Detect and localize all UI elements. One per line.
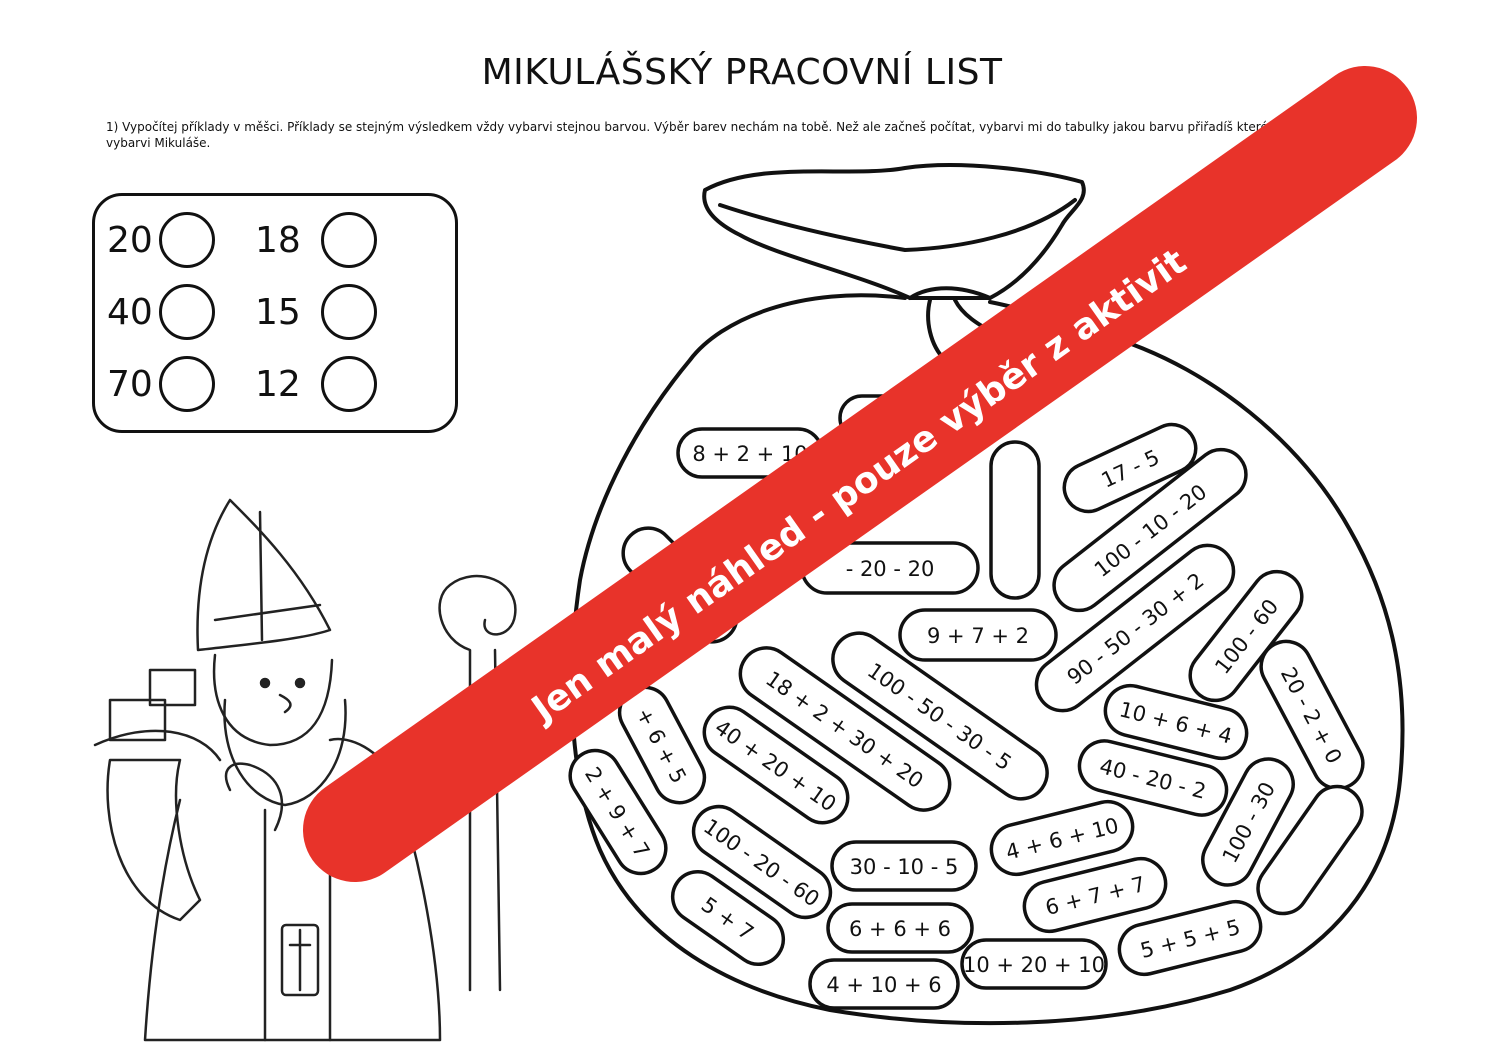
legend-item: 12 bbox=[255, 356, 377, 412]
legend-color-circle[interactable] bbox=[159, 212, 215, 268]
pill[interactable]: 30 - 10 - 5 bbox=[830, 840, 978, 892]
legend-number: 20 bbox=[107, 219, 153, 261]
instructions-text: 1) Vypočítej příklady v měšci. Příklady … bbox=[106, 119, 1266, 151]
legend-number: 18 bbox=[255, 219, 301, 261]
legend-color-circle[interactable] bbox=[159, 284, 215, 340]
pill-blank[interactable] bbox=[1248, 777, 1372, 924]
pill[interactable]: 6 + 6 + 6 bbox=[826, 902, 974, 954]
legend-item: 40 bbox=[107, 284, 215, 340]
pill[interactable]: 40 - 20 - 2 bbox=[1074, 736, 1232, 821]
legend-item: 15 bbox=[255, 284, 377, 340]
pill[interactable]: 10 + 20 + 10 bbox=[960, 938, 1108, 990]
pill[interactable]: - 20 - 20 bbox=[800, 541, 980, 595]
pill[interactable]: 5 + 5 + 5 bbox=[1114, 896, 1266, 979]
page-title: MIKULÁŠSKÝ PRACOVNÍ LIST bbox=[481, 52, 1003, 93]
instructions-line-2: vybarvi Mikuláše. bbox=[106, 136, 211, 150]
legend-color-circle[interactable] bbox=[159, 356, 215, 412]
instructions-line-1: 1) Vypočítej příklady v měšci. Příklady … bbox=[106, 120, 1266, 134]
bag-label-pills: 8 + 2 + 10 17 - 5 100 - 10 - 20 - 20 - 2… bbox=[568, 394, 1372, 1010]
legend-number: 15 bbox=[255, 291, 301, 333]
pill-label: 10 + 20 + 10 bbox=[963, 953, 1105, 977]
pill[interactable]: 5 + 7 bbox=[663, 862, 793, 974]
pill-label: 4 + 10 + 6 bbox=[826, 973, 941, 997]
pill[interactable]: 10 + 6 + 4 bbox=[1100, 680, 1252, 763]
legend-item: 20 bbox=[107, 212, 215, 268]
legend-color-circle[interactable] bbox=[321, 284, 377, 340]
pill-label: 6 + 6 + 6 bbox=[849, 917, 951, 941]
pill-label: 9 + 7 + 2 bbox=[927, 624, 1029, 648]
pill[interactable]: 17 - 5 bbox=[1056, 417, 1203, 520]
pill[interactable]: 6 + 7 + 7 bbox=[1019, 853, 1171, 936]
pill[interactable]: 9 + 7 + 2 bbox=[898, 608, 1058, 662]
legend-color-circle[interactable] bbox=[321, 212, 377, 268]
legend-number: 70 bbox=[107, 363, 153, 405]
legend-color-circle[interactable] bbox=[321, 356, 377, 412]
legend-item: 70 bbox=[107, 356, 215, 412]
pill-label: - 20 - 20 bbox=[846, 557, 935, 581]
legend-number: 12 bbox=[255, 363, 301, 405]
pill[interactable]: 4 + 10 + 6 bbox=[808, 958, 960, 1010]
legend-number: 40 bbox=[107, 291, 153, 333]
legend-item: 18 bbox=[255, 212, 377, 268]
pill-blank[interactable] bbox=[989, 440, 1041, 600]
color-legend-table: 20 40 70 18 15 12 bbox=[92, 193, 458, 433]
pill-label: 30 - 10 - 5 bbox=[850, 855, 959, 879]
